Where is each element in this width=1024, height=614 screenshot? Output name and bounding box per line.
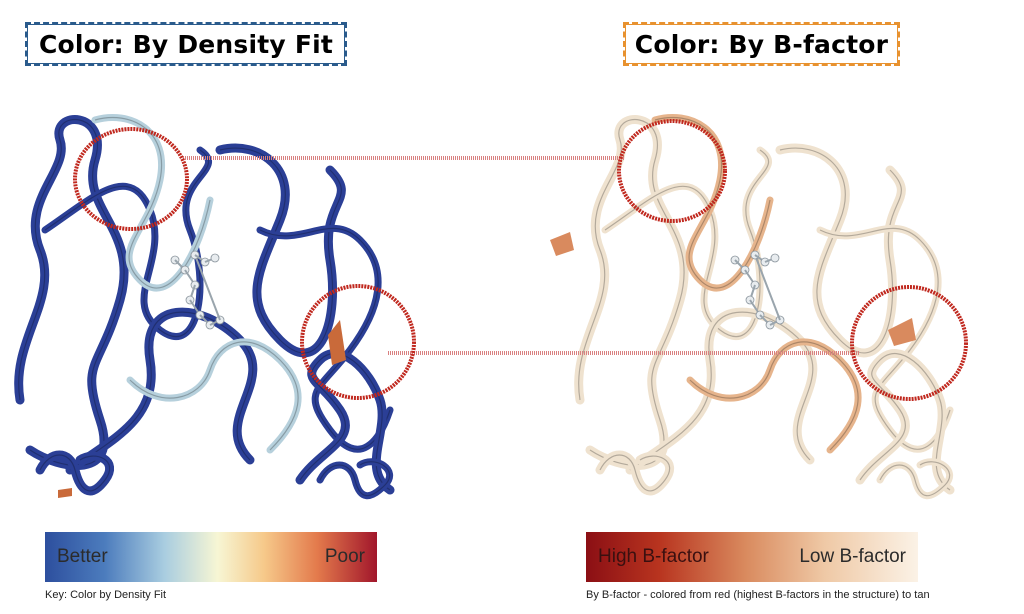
highlight-circle-right-bottom [850, 285, 968, 401]
ligand-atom [210, 253, 220, 263]
ligand-bond [194, 254, 221, 321]
ribbon-strand-edge [44, 149, 210, 338]
ribbon-strand-edge [599, 454, 671, 492]
accent-region [888, 318, 916, 346]
ribbon-strand [601, 146, 772, 340]
ribbon-strand-edge [69, 311, 254, 471]
accent-region [550, 232, 574, 256]
ribbon-strand [256, 225, 394, 453]
scale-label-better: Better [57, 546, 108, 567]
b-factor-color-scale: High B-factor Low B-factor [586, 532, 918, 582]
ribbon-strand-edge [859, 353, 951, 491]
ribbon-strand-edge [259, 227, 391, 450]
ribbon-strand [876, 458, 954, 500]
ribbon-strand [775, 143, 906, 358]
ribbon-strand-edge [779, 147, 902, 354]
ribbon-strand-edge [219, 147, 342, 354]
ribbon-strand-edge [819, 227, 951, 450]
ribbon-strand [41, 146, 212, 340]
b-factor-caption: By B-factor - colored from red (highest … [586, 589, 930, 601]
ribbon-strand [126, 338, 302, 454]
scale-label-high-b-factor: High B-factor [598, 546, 709, 567]
scale-label-low-b-factor: Low B-factor [799, 546, 906, 567]
protein-ribbon-density-fit [14, 114, 395, 500]
ribbon-strand [595, 450, 675, 496]
protein-ribbon-b-factor [550, 114, 955, 500]
ribbon-strand [316, 458, 394, 500]
accent-region [58, 488, 72, 498]
highlight-circle-right-top [617, 119, 727, 223]
ribbon-strand [855, 349, 955, 495]
ribbon-strand [686, 338, 862, 454]
ribbon-strand-edge [299, 353, 391, 491]
density-fit-color-scale: Better Poor [45, 532, 377, 582]
density-fit-caption: Key: Color by Density Fit [45, 589, 167, 601]
ribbon-strand-edge [604, 149, 770, 338]
ribbon-strand-edge [879, 461, 951, 497]
ribbon-strand-edge [319, 461, 391, 497]
ribbon-strand [14, 115, 129, 470]
ribbon-strand-edge [18, 118, 125, 467]
highlight-circle-left-top [73, 127, 189, 231]
scale-label-poor: Poor [324, 546, 365, 567]
highlight-annotations [73, 119, 968, 401]
ribbon-strand [816, 225, 954, 453]
title-density-fit: Color: By Density Fit [25, 22, 347, 66]
ligand-bond [754, 254, 781, 321]
ribbon-strand [35, 450, 115, 496]
ligand-atom [770, 253, 780, 263]
ribbon-strand-edge [629, 311, 814, 471]
title-b-factor: Color: By B-factor [623, 22, 900, 66]
ribbon-strand-edge [39, 454, 111, 492]
ribbon-strand-edge [578, 118, 685, 467]
ribbon-strand-edge [689, 341, 859, 451]
ribbon-strand [295, 349, 395, 495]
highlight-circle-left-bottom [300, 284, 416, 400]
accent-region [328, 320, 346, 365]
ribbon-strand [625, 307, 818, 475]
ribbon-strand-edge [129, 341, 299, 451]
ribbon-strand [574, 115, 689, 470]
ribbon-strand [65, 307, 258, 475]
ribbon-strand [215, 143, 346, 358]
